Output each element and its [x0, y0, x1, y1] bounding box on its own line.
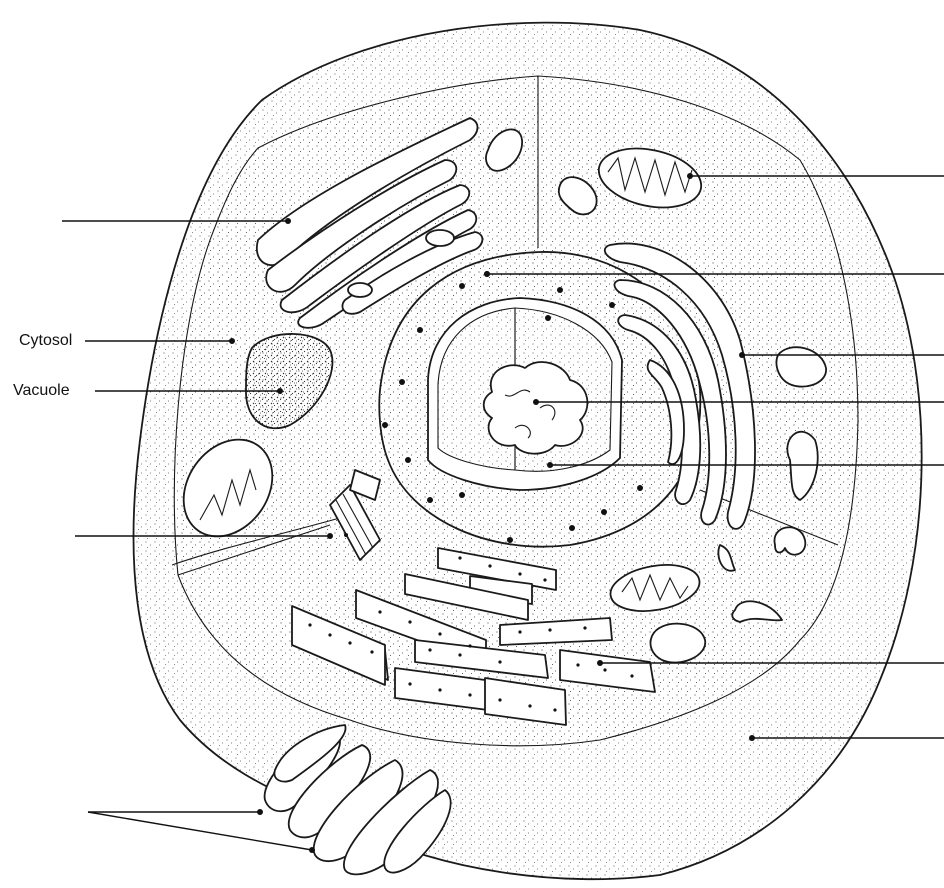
vesicle-lower-right	[650, 624, 705, 663]
label-cytosol: Cytosol	[19, 332, 72, 350]
label-vacuole: Vacuole	[13, 382, 70, 400]
